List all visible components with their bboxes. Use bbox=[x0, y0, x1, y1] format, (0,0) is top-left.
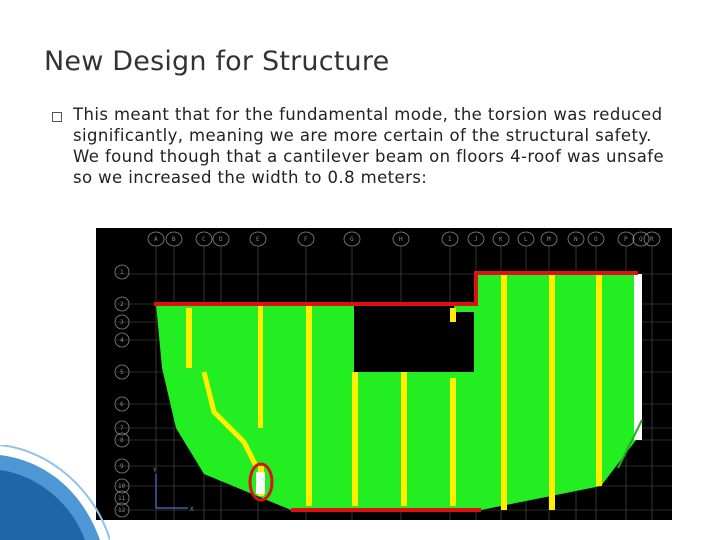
row-bubble bbox=[114, 296, 130, 312]
column-bubble bbox=[147, 231, 165, 247]
enlarged-beam bbox=[256, 472, 265, 494]
row-bubble bbox=[114, 396, 130, 412]
beam bbox=[450, 378, 456, 506]
column-bubble bbox=[492, 231, 510, 247]
row-bubble bbox=[114, 478, 130, 494]
bullet-text: This meant that for the fundamental mode… bbox=[73, 105, 665, 187]
beam bbox=[549, 274, 555, 510]
row-label: 2 bbox=[120, 301, 124, 308]
row-bubble bbox=[114, 264, 130, 280]
decorative-swoosh-icon bbox=[0, 445, 110, 540]
column-bubble bbox=[467, 231, 485, 247]
row-bubble bbox=[114, 458, 130, 474]
column-label: D bbox=[219, 236, 223, 243]
column-label: G bbox=[350, 236, 354, 243]
column-bubble bbox=[249, 231, 267, 247]
column-label: J bbox=[474, 236, 478, 243]
column-label: M bbox=[547, 236, 551, 243]
column-label: H bbox=[399, 236, 403, 243]
column-bubble bbox=[297, 231, 315, 247]
row-bubble bbox=[114, 332, 130, 348]
row-label: 11 bbox=[118, 495, 126, 502]
row-bubble bbox=[114, 432, 130, 448]
row-bubble bbox=[114, 364, 130, 380]
column-bubble bbox=[643, 231, 661, 247]
column-label: O bbox=[594, 236, 598, 243]
axis-x-label: X bbox=[190, 506, 194, 513]
column-bubble bbox=[587, 231, 605, 247]
column-bubble bbox=[567, 231, 585, 247]
slab-opening-lower bbox=[454, 312, 474, 372]
row-label: 10 bbox=[118, 483, 126, 490]
axis-y-label: Y bbox=[153, 467, 157, 474]
beam bbox=[596, 274, 602, 486]
row-label: 9 bbox=[120, 463, 124, 470]
row-label: 12 bbox=[118, 507, 126, 514]
row-label: 3 bbox=[120, 319, 124, 326]
column-bubble bbox=[165, 231, 183, 247]
column-bubble bbox=[617, 231, 635, 247]
row-bubble bbox=[114, 420, 130, 436]
beam bbox=[501, 274, 507, 510]
row-bubble bbox=[114, 490, 130, 506]
column-bubble bbox=[540, 231, 558, 247]
column-label: E bbox=[256, 236, 260, 243]
beam bbox=[258, 306, 263, 428]
row-bubble bbox=[114, 314, 130, 330]
column-bubble bbox=[517, 231, 535, 247]
square-bullet-icon bbox=[52, 112, 62, 122]
slab-area bbox=[156, 274, 636, 510]
row-label: 1 bbox=[120, 269, 124, 276]
column-bubble bbox=[195, 231, 213, 247]
column-bubble bbox=[632, 231, 650, 247]
beam bbox=[352, 372, 358, 506]
row-label: 8 bbox=[120, 437, 124, 444]
edge-strip bbox=[634, 274, 642, 440]
edge-diagonal bbox=[617, 419, 643, 469]
column-bubble bbox=[441, 231, 459, 247]
row-label: 6 bbox=[120, 401, 124, 408]
slide-title: New Design for Structure bbox=[44, 46, 390, 77]
column-bubble bbox=[212, 231, 230, 247]
beam bbox=[450, 308, 456, 322]
beam bbox=[306, 306, 312, 506]
column-label: P bbox=[624, 236, 628, 243]
column-label: B bbox=[172, 236, 176, 243]
beam bbox=[186, 308, 192, 368]
diagonal-beam bbox=[201, 371, 259, 468]
column-label: A bbox=[154, 236, 158, 243]
slab-opening bbox=[354, 304, 454, 372]
column-label: I bbox=[448, 236, 452, 243]
column-label: R bbox=[650, 236, 654, 243]
column-label: C bbox=[202, 236, 206, 243]
column-label: L bbox=[524, 236, 528, 243]
column-label: N bbox=[574, 236, 578, 243]
highlight-circle bbox=[248, 462, 274, 502]
column-bubble bbox=[392, 231, 410, 247]
axis-indicator bbox=[155, 474, 188, 509]
row-label: 4 bbox=[120, 337, 124, 344]
row-label: 7 bbox=[120, 425, 124, 432]
row-bubble bbox=[114, 502, 130, 518]
column-label: Q bbox=[639, 236, 643, 243]
column-label: K bbox=[499, 236, 503, 243]
row-label: 5 bbox=[120, 369, 124, 376]
beam bbox=[401, 372, 407, 506]
column-label: F bbox=[304, 236, 308, 243]
edge-beam-group bbox=[154, 271, 638, 512]
column-bubble bbox=[343, 231, 361, 247]
